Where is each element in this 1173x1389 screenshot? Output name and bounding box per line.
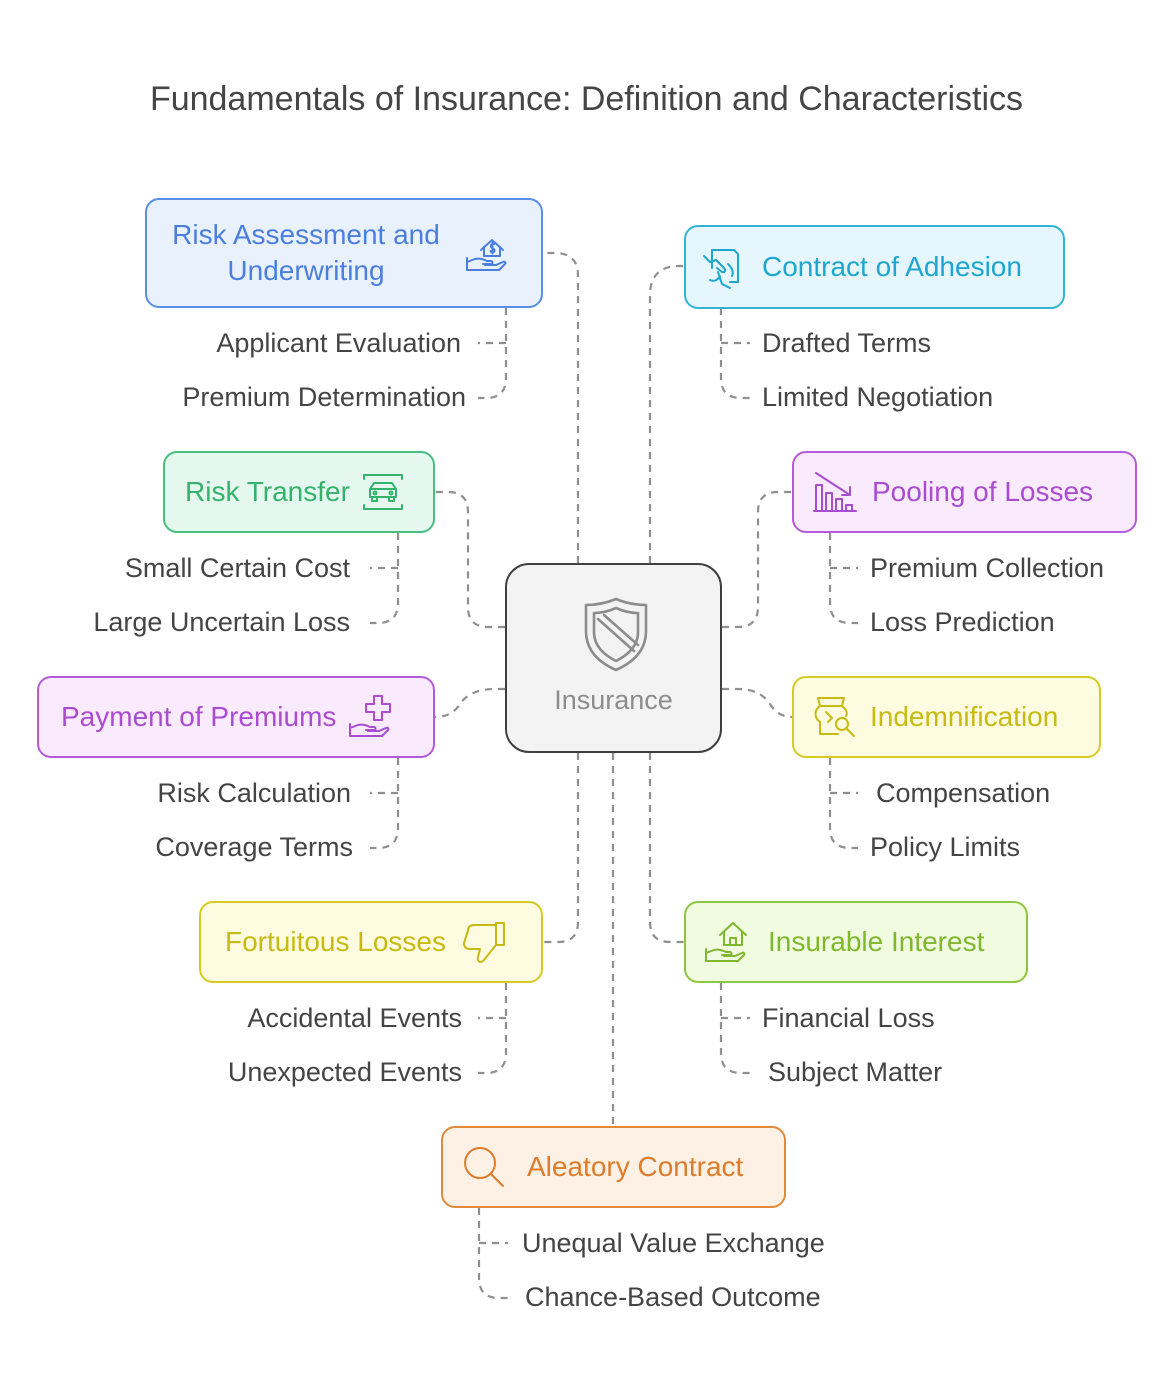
node-label: Fortuitous Losses [225, 926, 446, 958]
node-label: Aleatory Contract [527, 1151, 744, 1183]
sub-item-financial-loss: Financial Loss [762, 1003, 935, 1033]
branch-pooling-losses [828, 533, 858, 625]
node-label: Pooling of Losses [872, 476, 1094, 508]
sub-item-limited-negotiation: Limited Negotiation [762, 382, 994, 412]
node-fortuitous-losses[interactable]: Fortuitous Losses [199, 901, 543, 983]
sub-item-compensation: Compensation [876, 778, 1051, 808]
declining-chart-icon [810, 467, 860, 517]
node-label: Contract of Adhesion [762, 251, 1022, 283]
connector-pooling-losses [722, 490, 792, 629]
node-label: Indemnification [870, 701, 1059, 733]
node-label: Risk Assessment and Underwriting [172, 219, 440, 286]
sub-item-large-uncertain-loss: Large Uncertain Loss [93, 607, 350, 637]
branch-risk-transfer [370, 533, 400, 625]
node-label: Insurable Interest [768, 926, 985, 958]
node-contract-adhesion[interactable]: Contract of Adhesion [684, 225, 1065, 309]
node-pooling-losses[interactable]: Pooling of Losses [792, 451, 1137, 533]
connector-fortuitous-losses [543, 753, 580, 944]
node-risk-assessment[interactable]: Risk Assessment and Underwriting [145, 198, 543, 308]
connector-risk-transfer [435, 490, 505, 629]
branch-risk-assessment [478, 308, 508, 400]
sub-item-loss-prediction: Loss Prediction [870, 607, 1055, 637]
connector-contract-adhesion [648, 264, 684, 563]
connector-indemnification [722, 687, 793, 719]
page-title: Fundamentals of Insurance: Definition an… [149, 80, 1024, 118]
branch-aleatory-contract [477, 1208, 508, 1300]
connector-insurable-interest [648, 753, 684, 944]
sub-item-chance-based-outcome: Chance-Based Outcome [525, 1282, 821, 1312]
node-label: Risk Transfer [185, 476, 350, 508]
node-risk-transfer[interactable]: Risk Transfer [163, 451, 435, 533]
sub-item-coverage-terms: Coverage Terms [155, 832, 353, 862]
branch-indemnification [828, 758, 858, 850]
sub-item-unequal-value-exchange: Unequal Value Exchange [522, 1228, 825, 1258]
node-indemnification[interactable]: Indemnification [792, 676, 1101, 758]
node-label: Payment of Premiums [61, 701, 337, 733]
damaged-vase-icon [808, 692, 858, 742]
sub-item-premium-determination: Premium Determination [182, 382, 466, 412]
hand-house-icon [702, 917, 752, 967]
car-icon [358, 467, 408, 517]
node-aleatory-contract[interactable]: Aleatory Contract [441, 1126, 786, 1208]
branch-fortuitous-losses [478, 983, 508, 1075]
sub-item-drafted-terms: Drafted Terms [762, 328, 932, 358]
magnifier-icon [459, 1142, 509, 1192]
signed-document-icon [700, 242, 750, 292]
sub-item-subject-matter: Subject Matter [768, 1057, 943, 1087]
sub-item-risk-calculation: Risk Calculation [157, 778, 351, 808]
sub-item-premium-collection: Premium Collection [870, 553, 1105, 583]
center-label: Insurance [554, 685, 673, 715]
sub-item-accidental-events: Accidental Events [247, 1003, 462, 1033]
connector-risk-assessment [543, 251, 580, 563]
sub-item-unexpected-events: Unexpected Events [227, 1057, 462, 1087]
shield-icon [582, 595, 650, 673]
sub-item-small-certain-cost: Small Certain Cost [124, 553, 350, 583]
node-payment-premiums[interactable]: Payment of Premiums [37, 676, 435, 758]
node-insurable-interest[interactable]: Insurable Interest [684, 901, 1028, 983]
sub-item-policy-limits: Policy Limits [870, 832, 1021, 862]
hand-plus-icon [346, 692, 396, 742]
center-node[interactable]: Insurance [505, 563, 722, 753]
hand-house-dollar-icon [461, 228, 511, 278]
branch-contract-adhesion [719, 308, 750, 400]
sub-item-applicant-evaluation: Applicant Evaluation [216, 328, 461, 358]
branch-payment-premiums [370, 758, 400, 850]
connector-payment-premiums [434, 687, 505, 719]
branch-insurable-interest [719, 983, 750, 1075]
thumbs-down-icon [460, 917, 510, 967]
